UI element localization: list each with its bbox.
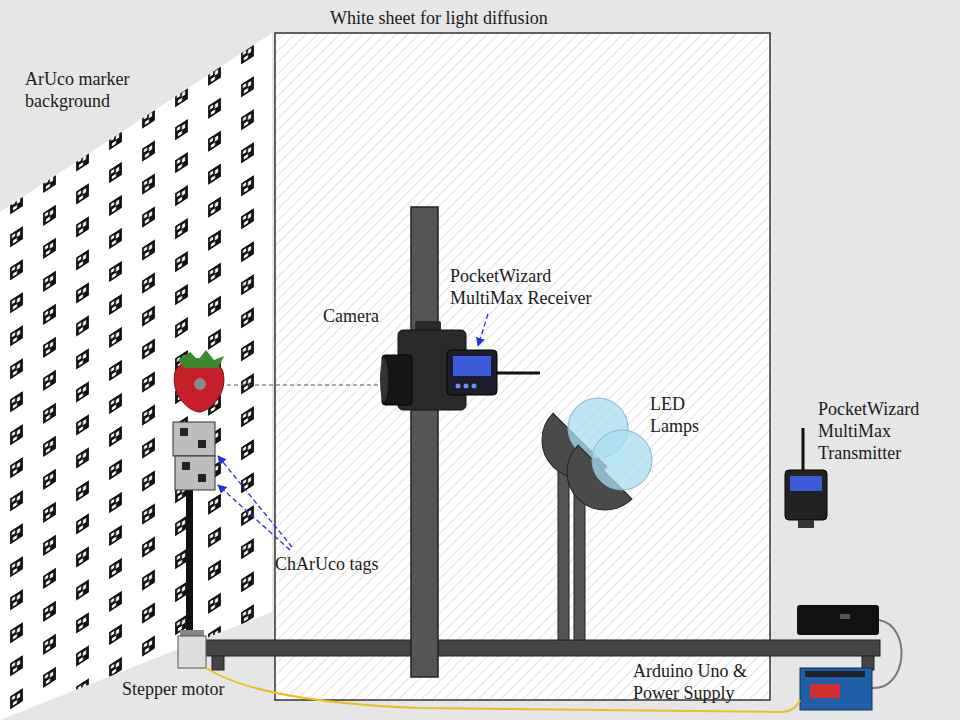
wall-label: ArUco marker background — [25, 68, 175, 112]
camera-stand — [411, 207, 438, 677]
cube-marker — [198, 474, 206, 482]
receiver-label: PocketWizard MultiMax Receiver — [450, 265, 620, 309]
tag-label: ChArUco tags — [275, 553, 425, 575]
leader-arrow — [218, 456, 292, 547]
lens-front — [380, 358, 388, 402]
base-rail — [205, 640, 880, 656]
usb-port — [840, 614, 850, 619]
receiver-screen — [453, 356, 491, 376]
charuco-cube — [173, 422, 215, 456]
strawberry-leaves — [178, 350, 224, 368]
lamp-label: LED Lamps — [650, 393, 712, 437]
receiver-button — [464, 384, 469, 389]
aruco-markers — [0, 33, 272, 720]
arduino-board — [800, 668, 872, 710]
target-dot — [194, 378, 206, 390]
sight-line — [206, 385, 382, 386]
motor-shield — [810, 684, 840, 698]
motor-label: Stepper motor — [122, 678, 262, 700]
receiver-antenna — [496, 372, 540, 375]
transmitter-antenna — [802, 428, 805, 470]
controller-label: Arduino Uno & Power Supply — [633, 660, 773, 704]
diffusion-sheet-hatch — [275, 33, 770, 700]
lamp-light — [592, 430, 652, 490]
transmitter-body — [785, 470, 827, 520]
power-supply — [797, 605, 879, 635]
transmitter-screen — [790, 476, 822, 491]
receiver-button — [456, 384, 461, 389]
transmitter-label: PocketWizard MultiMax Transmitter — [818, 398, 946, 464]
rail-foot — [212, 656, 224, 670]
leader-arrow — [218, 485, 290, 550]
receiver-button — [472, 384, 477, 389]
charuco-cube — [175, 456, 215, 490]
cube-marker — [198, 440, 206, 448]
transmitter-foot — [798, 520, 814, 528]
sheet-label: White sheet for light diffusion — [330, 7, 650, 29]
camera-label: Camera — [323, 305, 403, 327]
aruco-wall — [0, 33, 272, 720]
receiver-body — [447, 350, 497, 395]
cube-marker — [180, 428, 188, 436]
leader-arrow — [478, 314, 488, 346]
cube-marker — [182, 462, 190, 470]
rod — [186, 488, 193, 640]
stepper-motor — [178, 636, 206, 668]
arduino-header — [805, 671, 865, 677]
diffusion-sheet — [275, 33, 770, 700]
